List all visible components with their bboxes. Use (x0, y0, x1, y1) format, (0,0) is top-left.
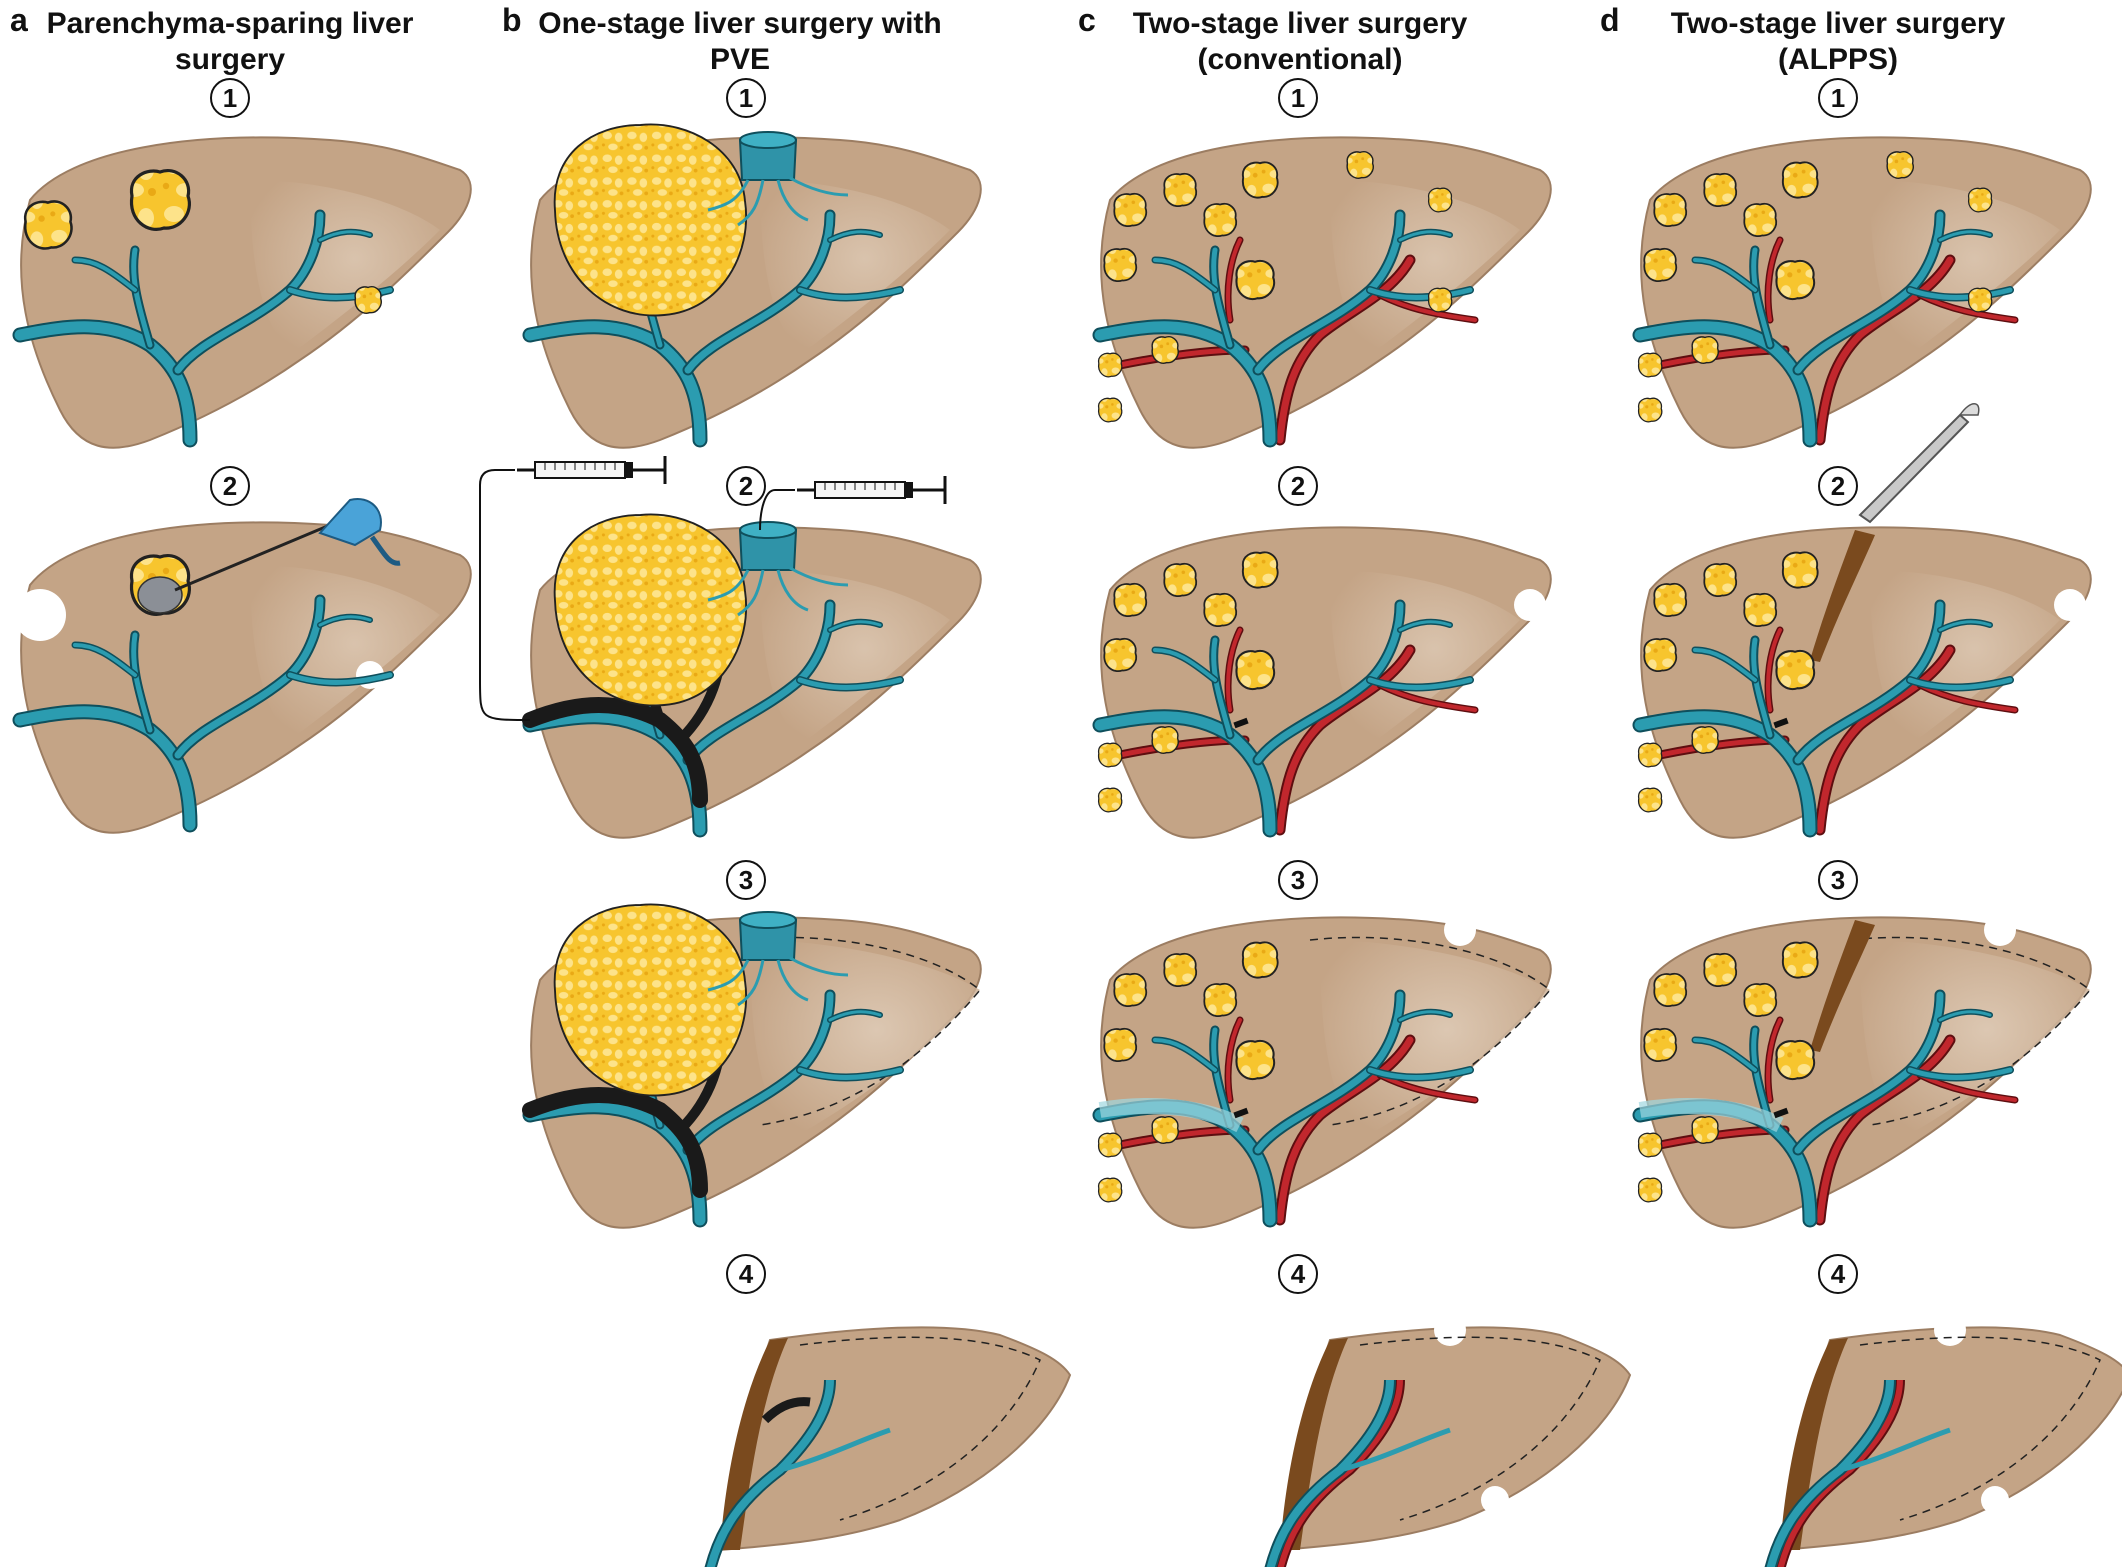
panel-letter-a: a (10, 2, 28, 38)
liver-d3 (1639, 914, 2092, 1229)
liver-d1 (1639, 136, 2092, 449)
step-marker-c4: 4 (1278, 1254, 1318, 1294)
step-marker-d3: 3 (1818, 860, 1858, 900)
liver-b2 (479, 454, 982, 839)
panel-letter-b: b (502, 2, 522, 38)
liver-b4 (704, 1326, 1072, 1567)
liver-c1 (1099, 136, 1552, 449)
step-marker-b2: 2 (726, 466, 766, 506)
step-marker-a2: 2 (210, 466, 250, 506)
liver-b3 (522, 903, 982, 1229)
step-marker-d4: 4 (1818, 1254, 1858, 1294)
liver-c2 (1099, 526, 1552, 839)
step-marker-b3: 3 (726, 860, 766, 900)
liver-b1 (530, 123, 982, 449)
liver-c4 (1264, 1314, 1632, 1567)
panel-title-d: Two-stage liver surgery (ALPPS) (1670, 7, 2006, 76)
liver-d2 (1639, 403, 2092, 839)
liver-a2 (14, 498, 472, 834)
step-marker-c3: 3 (1278, 860, 1318, 900)
step-marker-c1: 1 (1278, 78, 1318, 118)
panel-letter-d: d (1600, 2, 1620, 38)
step-marker-b1: 1 (726, 78, 766, 118)
step-marker-d1: 1 (1818, 78, 1858, 118)
panel-letter-c: c (1078, 2, 1096, 38)
step-marker-d2: 2 (1818, 466, 1858, 506)
step-marker-c2: 2 (1278, 466, 1318, 506)
panel-title-c: Two-stage liver surgery (conventional) (1132, 7, 1468, 76)
panel-title-b: One-stage liver surgery with PVE (538, 7, 942, 76)
step-marker-a1: 1 (210, 78, 250, 118)
liver-d4 (1764, 1314, 2122, 1567)
step-marker-b4: 4 (726, 1254, 766, 1294)
liver-a1 (20, 136, 472, 449)
liver-c3 (1099, 914, 1552, 1229)
panel-title-a: Parenchyma-sparing liver surgery (46, 7, 414, 76)
